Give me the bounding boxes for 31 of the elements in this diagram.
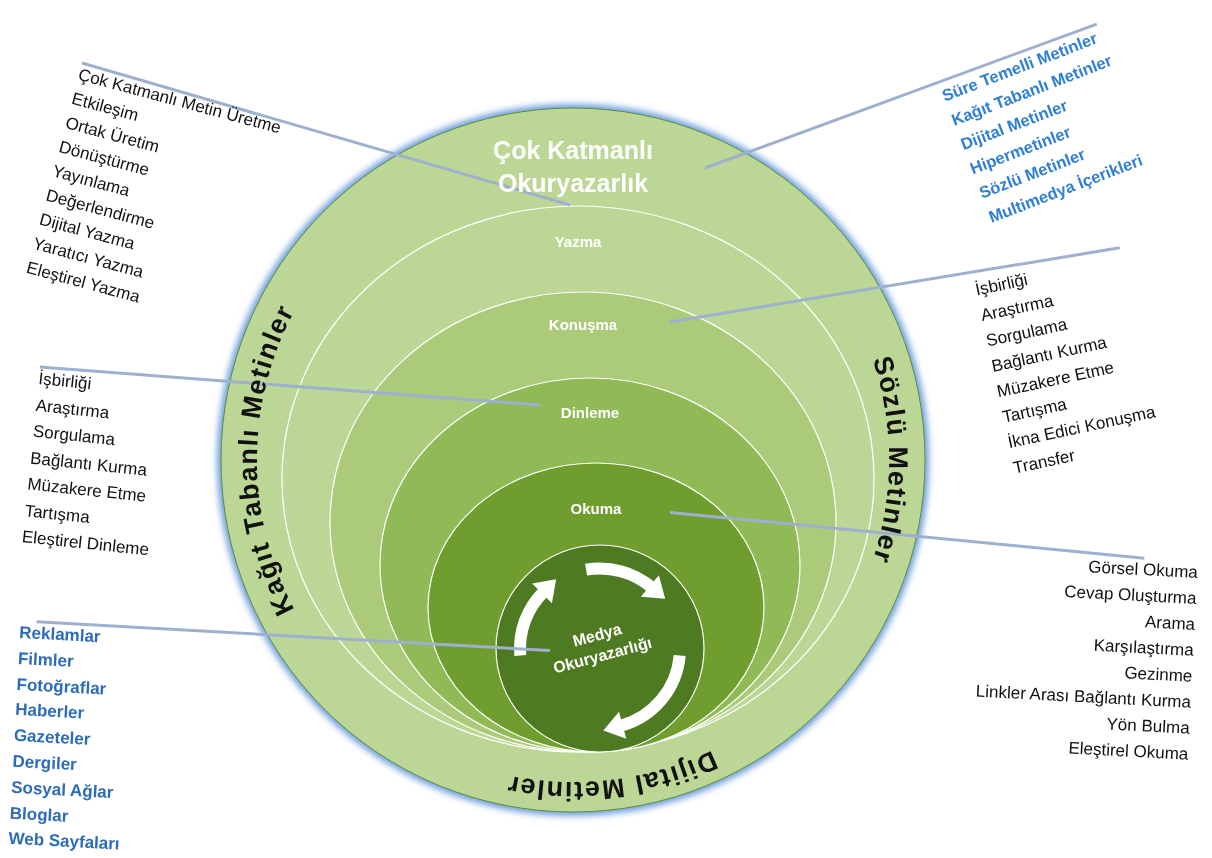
list-item: Arama — [1143, 611, 1196, 636]
list-item: Fotoğraflar — [15, 673, 108, 701]
list-item: Tartışma — [23, 499, 92, 529]
circle-title: Konuşma — [548, 315, 618, 335]
list-item: Karşılaştırma — [1091, 634, 1194, 662]
list-item: Filmler — [17, 647, 76, 673]
leader-line — [669, 511, 1145, 560]
list-item: Haberler — [14, 699, 86, 725]
circle-title: Okuma — [570, 499, 622, 519]
list-item: Eleştirel Okuma — [1066, 737, 1189, 766]
leader-line — [669, 246, 1120, 324]
list-item: Cevap Oluşturma — [1062, 581, 1197, 610]
list-item: Bloglar — [9, 802, 70, 828]
ring-label: Dijital Metinler — [504, 745, 722, 807]
list-item: İşbirliği — [37, 368, 94, 396]
circle-title: Dinleme — [560, 403, 620, 423]
list-item: Reklamlar — [18, 622, 102, 649]
list-item: Yön Bulma — [1104, 713, 1190, 740]
circle-title: Yazma — [554, 232, 602, 252]
list-item: Sosyal Ağlar — [10, 776, 115, 804]
list-item: Dergiler — [11, 750, 79, 777]
leader-line — [704, 22, 1098, 170]
list-item: İşbirliği — [973, 268, 1030, 300]
list-item: Eleştirel Dinleme — [20, 526, 151, 562]
leader-line — [39, 365, 541, 407]
leader-line — [36, 620, 551, 652]
circle-title: Çok Katmanlı Okuryazarlık — [492, 135, 654, 199]
list-item: Web Sayfaları — [7, 828, 121, 856]
list-item: Gazeteler — [13, 725, 92, 751]
list-item: Görsel Okuma — [1086, 556, 1198, 584]
leader-line — [81, 61, 571, 207]
